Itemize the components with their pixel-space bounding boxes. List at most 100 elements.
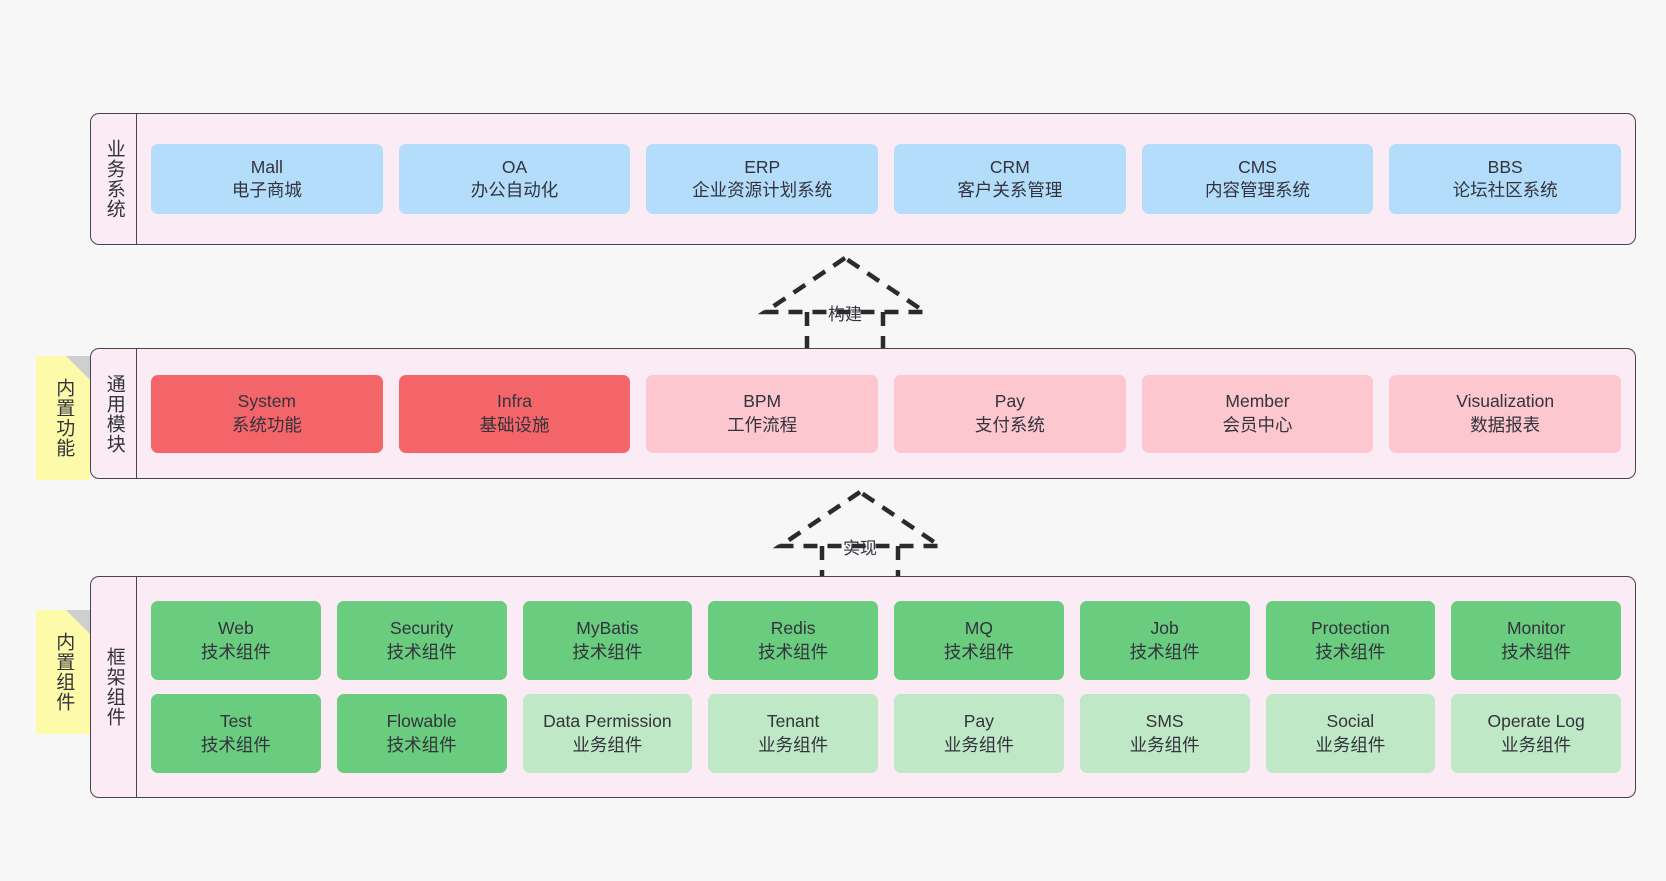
node-label-en: Job	[1150, 618, 1179, 639]
node-label-cn: 支付系统	[974, 414, 1045, 435]
note-fold-corner-icon	[66, 356, 90, 380]
node-label-cn: 技术组件	[1129, 641, 1200, 662]
node-label-en: MQ	[964, 618, 993, 639]
node-pay[interactable]: Pay 支付系统	[894, 374, 1126, 453]
node-label-cn: 技术组件	[386, 641, 457, 662]
node-label-en: Social	[1326, 711, 1375, 732]
node-label-cn: 技术组件	[943, 641, 1014, 662]
note-label: 内置功能	[53, 378, 75, 458]
node-label-en: CMS	[1238, 156, 1277, 177]
node-label-cn: 业务组件	[943, 734, 1014, 755]
node-label-cn: 会员中心	[1222, 414, 1293, 435]
node-label-cn: 技术组件	[200, 641, 271, 662]
node-label-cn: 业务组件	[1129, 734, 1200, 755]
node-label-cn: 业务组件	[1501, 734, 1572, 755]
node-label-en: Protection	[1310, 618, 1390, 639]
node-visualization[interactable]: Visualization 数据报表	[1389, 374, 1622, 453]
node-pay-business[interactable]: Pay 业务组件	[894, 694, 1064, 773]
layer-body-business: Mall 电子商城 OA 办公自动化 ERP 企业资源计划系统 CRM 客户关系…	[137, 114, 1635, 244]
node-infra[interactable]: Infra 基础设施	[398, 374, 631, 453]
node-label-cn: 技术组件	[1501, 641, 1572, 662]
node-protection[interactable]: Protection 技术组件	[1265, 601, 1436, 680]
arrow-build: 构建	[745, 252, 945, 364]
node-data-permission[interactable]: Data Permission 业务组件	[522, 694, 693, 773]
node-crm[interactable]: CRM 客户关系管理	[894, 144, 1126, 214]
node-label-en: BBS	[1487, 156, 1523, 177]
arrow-shaft	[804, 312, 886, 364]
node-label-en: Infra	[496, 391, 533, 412]
node-label-en: Web	[218, 618, 254, 639]
layer-title-framework: 框架组件	[91, 577, 137, 797]
node-social[interactable]: Social 业务组件	[1265, 694, 1436, 773]
node-label-en: Monitor	[1506, 618, 1566, 639]
node-row: Test 技术组件 Flowable 技术组件 Data Permission …	[151, 694, 1621, 773]
node-flowable[interactable]: Flowable 技术组件	[336, 694, 507, 773]
node-label-cn: 技术组件	[200, 734, 271, 755]
arrow-implement: 实现	[760, 486, 960, 598]
node-label-en: Visualization	[1456, 391, 1555, 412]
node-label-en: Test	[219, 711, 252, 732]
node-label-cn: 客户关系管理	[957, 180, 1063, 200]
node-security[interactable]: Security 技术组件	[336, 601, 507, 680]
node-member[interactable]: Member 会员中心	[1141, 374, 1374, 453]
layer-title-business: 业务系统	[91, 114, 137, 244]
node-web[interactable]: Web 技术组件	[151, 601, 321, 680]
note-builtin-components: 内置组件	[36, 610, 90, 734]
node-mybatis[interactable]: MyBatis 技术组件	[522, 601, 693, 680]
node-label-cn: 基础设施	[479, 414, 550, 435]
node-sms[interactable]: SMS 业务组件	[1079, 694, 1250, 773]
node-oa[interactable]: OA 办公自动化	[398, 144, 631, 214]
node-label-en: Tenant	[766, 711, 820, 732]
node-label-cn: 办公自动化	[470, 180, 559, 200]
layer-business-systems: 业务系统 Mall 电子商城 OA 办公自动化 ERP 企业资源计划系统 CRM…	[90, 113, 1636, 245]
arrowhead-triangle	[757, 255, 933, 315]
node-erp[interactable]: ERP 企业资源计划系统	[646, 144, 879, 214]
node-row: System 系统功能 Infra 基础设施 BPM 工作流程 Pay 支付系统…	[151, 374, 1622, 453]
node-label-cn: 业务组件	[572, 734, 643, 755]
layer-body-framework: Web 技术组件 Security 技术组件 MyBatis 技术组件 Redi…	[137, 577, 1635, 797]
node-label-en: Pay	[994, 391, 1025, 412]
node-tenant[interactable]: Tenant 业务组件	[708, 694, 878, 773]
node-label-en: SMS	[1145, 711, 1184, 732]
node-label-en: Member	[1225, 391, 1290, 412]
note-builtin-features: 内置功能	[36, 356, 90, 480]
layer-framework-components: 框架组件 Web 技术组件 Security 技术组件 MyBatis 技术组件…	[90, 576, 1636, 798]
node-cms[interactable]: CMS 内容管理系统	[1141, 144, 1374, 214]
layer-body-modules: System 系统功能 Infra 基础设施 BPM 工作流程 Pay 支付系统…	[137, 349, 1635, 478]
layer-title-modules: 通用模块	[91, 349, 137, 478]
node-label-en: Security	[390, 618, 454, 639]
arrowhead-triangle	[772, 489, 948, 549]
node-mall[interactable]: Mall 电子商城	[151, 144, 383, 214]
node-monitor[interactable]: Monitor 技术组件	[1451, 601, 1621, 680]
node-row: Mall 电子商城 OA 办公自动化 ERP 企业资源计划系统 CRM 客户关系…	[151, 144, 1622, 214]
node-test[interactable]: Test 技术组件	[151, 694, 321, 773]
node-label-cn: 业务组件	[1315, 734, 1386, 755]
node-label-cn: 技术组件	[386, 734, 457, 755]
node-label-en: CRM	[989, 156, 1030, 177]
node-label-cn: 技术组件	[1315, 641, 1386, 662]
node-label-en: MyBatis	[576, 618, 639, 639]
node-label-en: Flowable	[386, 711, 457, 732]
node-label-cn: 企业资源计划系统	[692, 180, 833, 200]
node-label-cn: 技术组件	[572, 641, 643, 662]
node-job[interactable]: Job 技术组件	[1079, 601, 1250, 680]
node-label-en: BPM	[743, 391, 782, 412]
node-bbs[interactable]: BBS 论坛社区系统	[1389, 144, 1622, 214]
node-operate-log[interactable]: Operate Log 业务组件	[1451, 694, 1621, 773]
node-bpm[interactable]: BPM 工作流程	[646, 374, 879, 453]
node-label-cn: 电子商城	[231, 180, 302, 200]
node-label-cn: 论坛社区系统	[1452, 180, 1558, 200]
node-system[interactable]: System 系统功能	[151, 374, 383, 453]
node-label-en: Redis	[770, 618, 816, 639]
arrow-label-implement: 实现	[843, 539, 877, 558]
node-label-cn: 内容管理系统	[1205, 180, 1311, 200]
node-redis[interactable]: Redis 技术组件	[708, 601, 878, 680]
arrow-shaft	[819, 546, 901, 598]
node-mq[interactable]: MQ 技术组件	[894, 601, 1064, 680]
node-label-en: OA	[501, 156, 528, 177]
node-row: Web 技术组件 Security 技术组件 MyBatis 技术组件 Redi…	[151, 601, 1621, 680]
node-label-en: ERP	[744, 156, 781, 177]
node-label-en: Operate Log	[1487, 711, 1585, 732]
node-label-cn: 工作流程	[727, 414, 798, 435]
